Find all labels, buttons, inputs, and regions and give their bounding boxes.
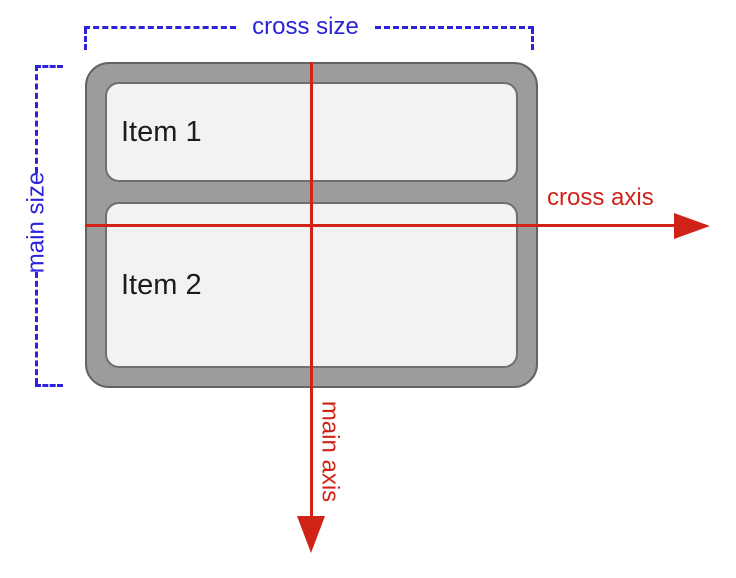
main-size-bracket-top-tick <box>35 65 63 68</box>
cross-size-label: cross size <box>252 13 359 40</box>
cross-axis-label: cross axis <box>547 184 654 211</box>
main-size-bracket-bottom-segment <box>35 272 38 384</box>
main-size-bracket-bottom-tick <box>35 384 63 387</box>
cross-size-bracket-right-segment <box>375 26 534 29</box>
main-axis-label: main axis <box>316 400 344 503</box>
cross-axis-line <box>85 224 677 227</box>
cross-size-bracket-left-tick <box>84 28 87 50</box>
cross-size-bracket-right-tick <box>531 28 534 50</box>
main-axis-arrowhead-icon <box>297 516 325 553</box>
main-size-bracket-top-segment <box>35 65 38 173</box>
flex-item-2-label: Item 2 <box>121 268 202 301</box>
flex-item-1-label: Item 1 <box>121 115 202 148</box>
main-size-label: main size <box>22 171 50 274</box>
main-axis-line <box>309 62 313 518</box>
cross-axis-arrowhead-icon <box>674 213 710 239</box>
cross-size-bracket-left-segment <box>84 26 236 29</box>
